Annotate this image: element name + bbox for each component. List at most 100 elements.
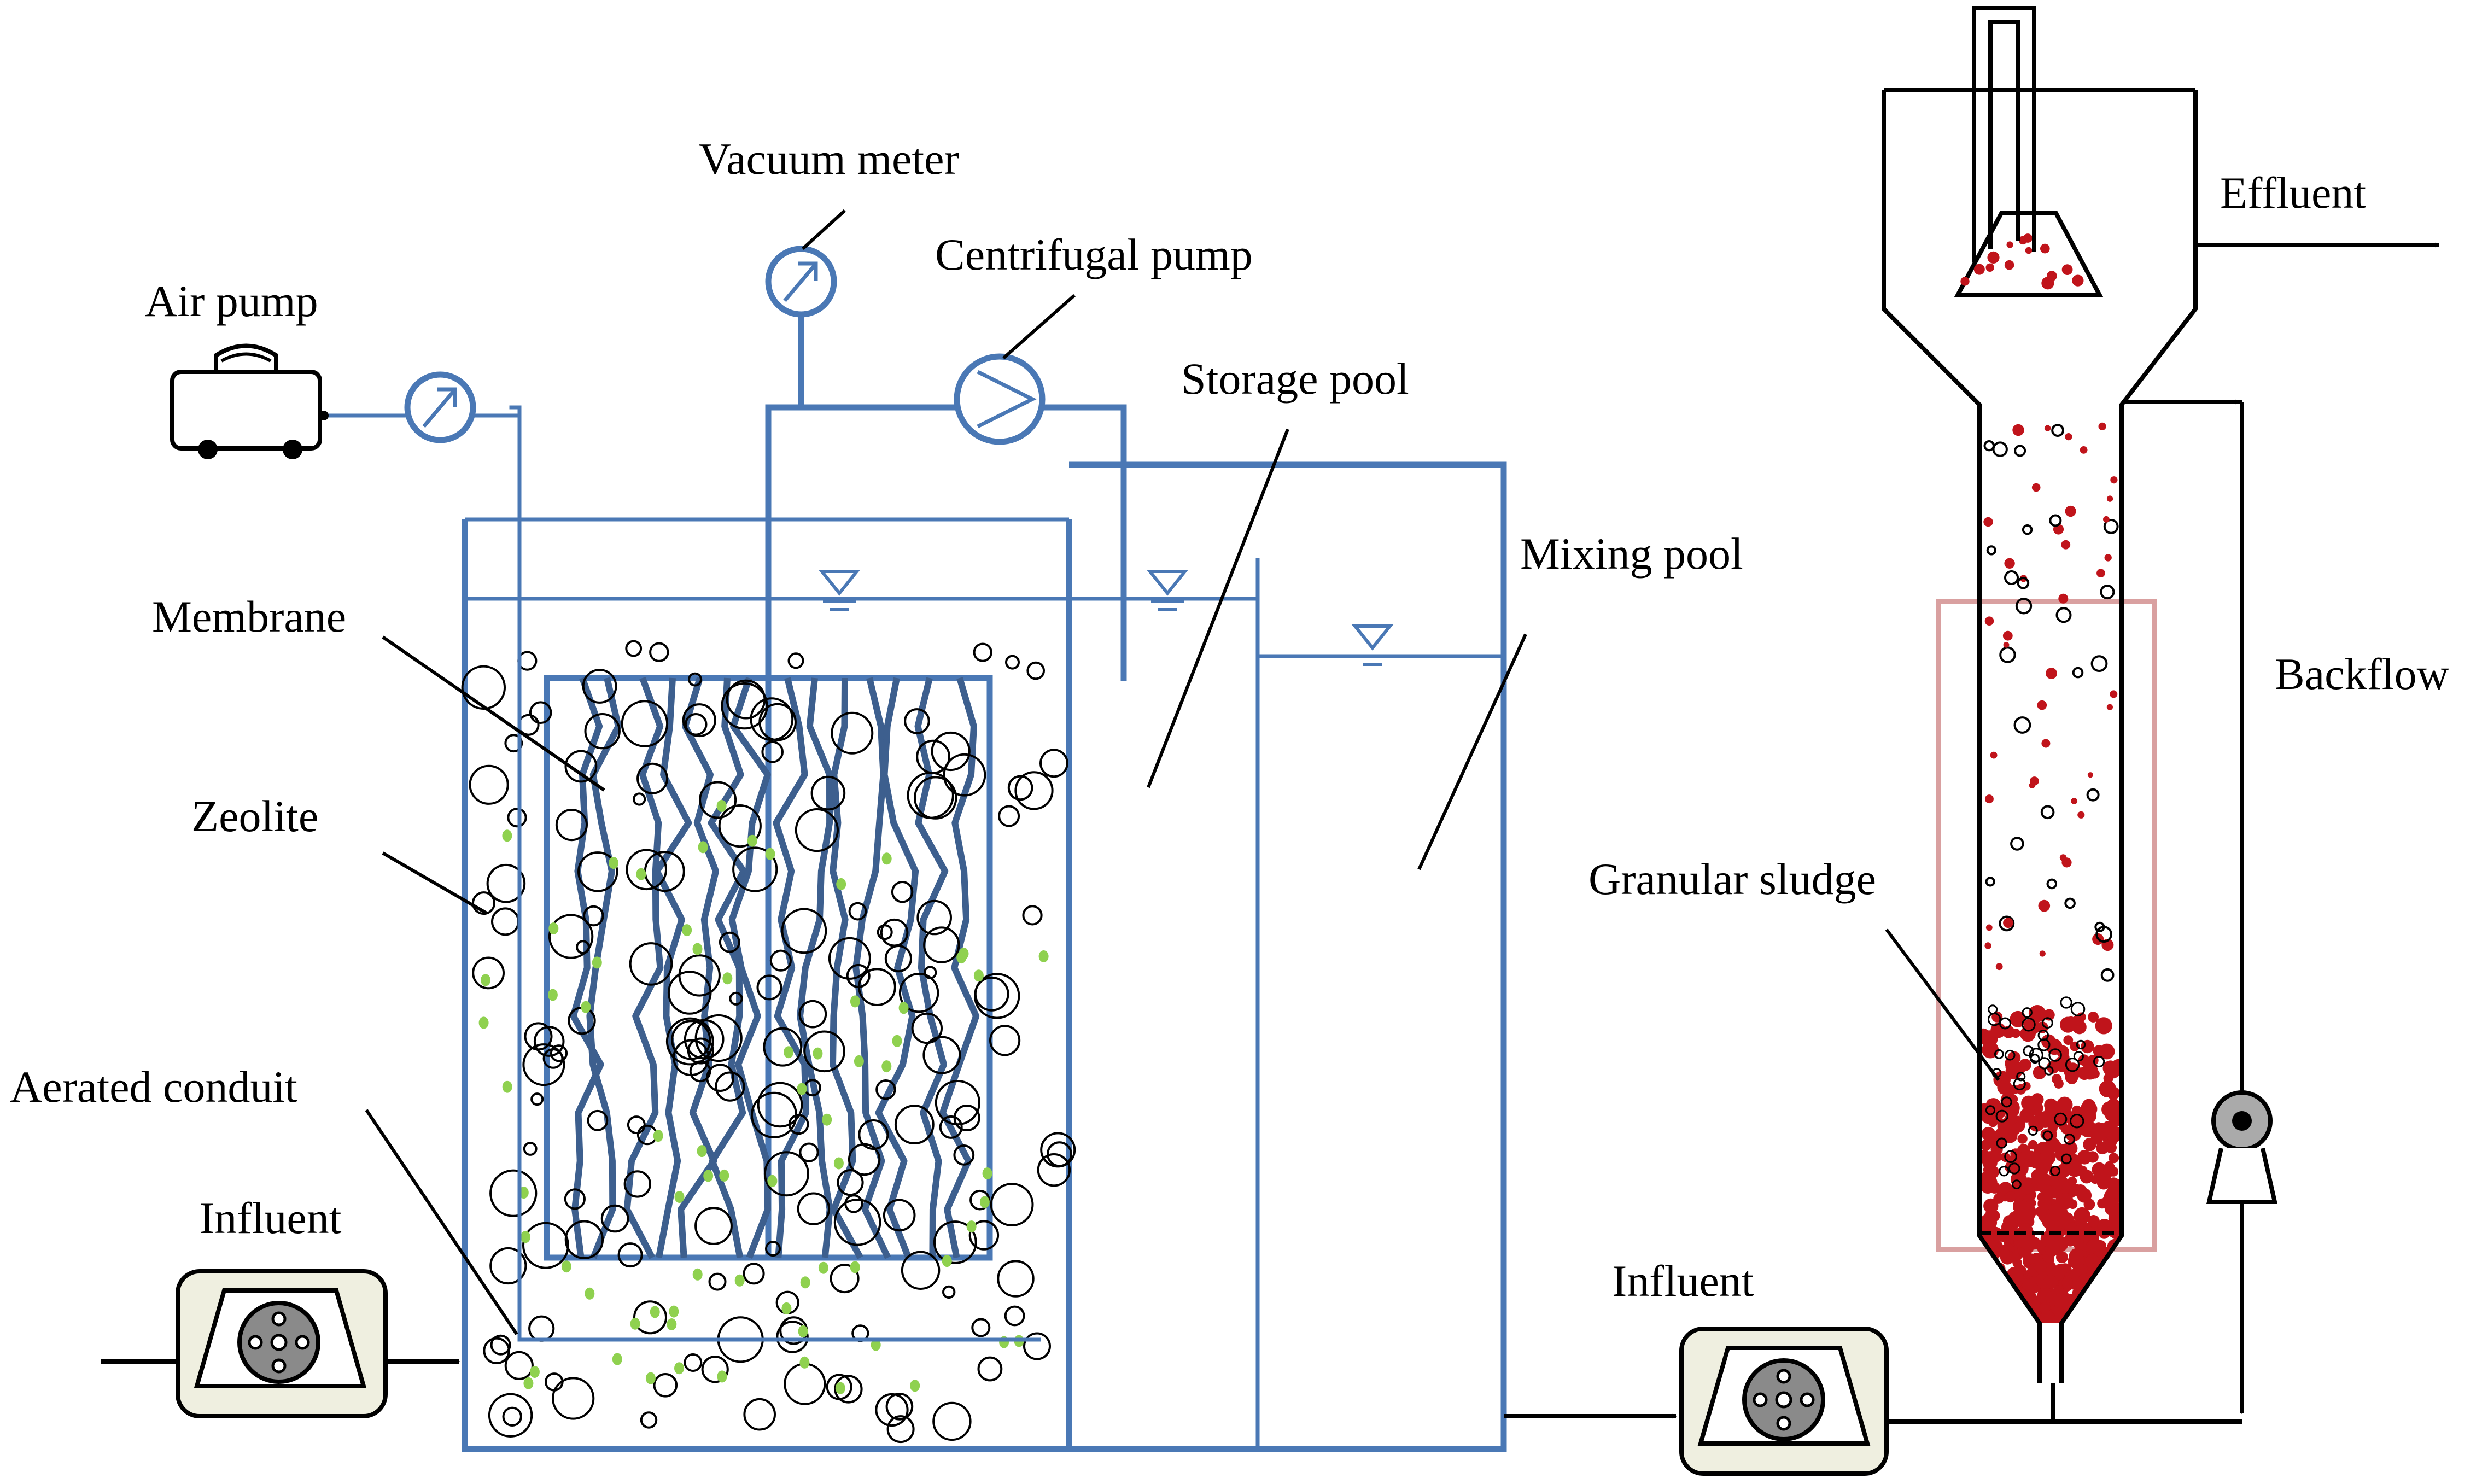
zeolite-particle: [982, 1167, 992, 1180]
sludge-granule: [2065, 505, 2076, 517]
sludge-granule: [2039, 1302, 2051, 1314]
zeolite-particle: [800, 1276, 810, 1289]
zeolite-particle: [502, 829, 512, 842]
air-bubble: [708, 1272, 727, 1291]
sludge-granule: [2030, 776, 2039, 786]
gas-bubble: [2022, 1017, 2036, 1032]
zeolite-particle: [521, 1231, 530, 1243]
sludge-granule: [1998, 1302, 2013, 1318]
zeolite-particle: [850, 995, 860, 1008]
sludge-granule: [2105, 1264, 2116, 1275]
air-bubble: [776, 1321, 809, 1353]
air-bubble: [653, 1373, 678, 1398]
air-bubble: [834, 1375, 863, 1404]
sludge-granule: [2023, 233, 2033, 243]
air-bubble: [545, 1372, 564, 1392]
gas-bubble: [1986, 545, 1996, 556]
air-bubbles: [461, 640, 1076, 1444]
sludge-granule: [1979, 1259, 1995, 1277]
gas-bubble: [2014, 445, 2026, 457]
air-bubble: [916, 899, 952, 936]
gas-bubble: [2001, 1096, 2012, 1108]
air-bubble: [810, 775, 846, 811]
gas-bubble: [1985, 877, 1995, 887]
zeolite-particle: [478, 1016, 489, 1029]
air-bubble: [858, 1119, 889, 1150]
sludge-granule: [2006, 241, 2013, 248]
sludge-granule: [1996, 1318, 2006, 1323]
air-bubble: [914, 776, 957, 820]
air-bubble: [483, 1337, 510, 1365]
sludge-granule: [2096, 1176, 2111, 1190]
membrane-fiber: [623, 676, 664, 1259]
air-bubble: [886, 1415, 915, 1444]
sludge-granule: [2107, 1312, 2122, 1323]
air-bubble: [726, 679, 766, 720]
zeolite-particle: [502, 1080, 512, 1093]
air-bubble: [507, 808, 527, 828]
sludge-granule: [1979, 1310, 1994, 1323]
sludge-granule: [2086, 1292, 2095, 1301]
air-bubble: [880, 918, 909, 947]
sludge-granule: [2072, 274, 2084, 287]
zeolite-particle: [881, 1060, 892, 1073]
air-bubble: [971, 1318, 991, 1337]
zeolite-particle: [698, 841, 708, 854]
membrane-fiber: [939, 677, 980, 1259]
gas-bubble: [2048, 1048, 2062, 1062]
water-level-icon: [1146, 570, 1189, 596]
air-bubble: [904, 708, 930, 734]
air-bubble: [522, 1043, 565, 1086]
sludge-granule: [2081, 1309, 2097, 1323]
zeolite-particle: [979, 1196, 990, 1208]
gas-bubble: [2010, 837, 2024, 851]
sludge-granule: [2107, 1316, 2118, 1323]
air-bubble: [877, 924, 893, 940]
air-bubble: [684, 1353, 703, 1372]
sludge-granule: [2009, 1308, 2022, 1321]
air-bubble: [621, 700, 669, 747]
air-bubble: [729, 991, 743, 1006]
sludge-granule: [1990, 1285, 2000, 1295]
zeolite-particle: [529, 1366, 540, 1378]
sludge-granule: [2040, 1311, 2056, 1323]
air-bubble: [548, 914, 594, 959]
air-bubble: [469, 764, 509, 805]
sludge-granule: [2102, 1275, 2119, 1293]
sludge-granule: [2077, 1311, 2092, 1323]
sludge-granule: [2104, 554, 2112, 562]
sludge-granule: [2099, 1275, 2111, 1287]
sludge-granule: [2104, 1290, 2116, 1302]
sludge-granule: [2012, 424, 2024, 436]
air-bubble: [781, 908, 827, 954]
sludge-granule: [2068, 1252, 2085, 1269]
sludge-granule: [2037, 1191, 2048, 1203]
label-effluent: Effluent: [2220, 168, 2366, 218]
sludge-granule: [2077, 1188, 2092, 1203]
zeolite-particle: [667, 1318, 677, 1330]
air-bubble: [990, 1183, 1034, 1226]
air-bubble: [633, 792, 646, 806]
sludge-granule: [2074, 1313, 2087, 1323]
sludge-granule: [2042, 1251, 2054, 1263]
air-bubble: [732, 846, 778, 892]
air-bubble: [1005, 655, 1020, 670]
zeolite-particle: [561, 1260, 571, 1273]
sludge-granule: [2033, 1066, 2047, 1079]
zeolite-particle: [836, 878, 846, 890]
sludge-granule: [2106, 1266, 2119, 1279]
sludge-granule: [2002, 630, 2013, 641]
air-bubble: [974, 973, 1020, 1019]
gas-bubble: [2086, 788, 2100, 802]
air-bubble: [491, 907, 519, 936]
gas-bubble: [1992, 441, 2008, 457]
air-bubble: [923, 926, 960, 963]
granular-sludge-reactor: [1882, 6, 2198, 1383]
air-bubble: [530, 1092, 544, 1106]
air-bubble: [529, 701, 552, 724]
air-bubble: [833, 1199, 881, 1246]
zeolite-particle: [818, 1261, 828, 1274]
air-bubble: [721, 682, 768, 730]
air-bubble: [502, 1406, 522, 1427]
sludge-granule: [2105, 1273, 2115, 1283]
